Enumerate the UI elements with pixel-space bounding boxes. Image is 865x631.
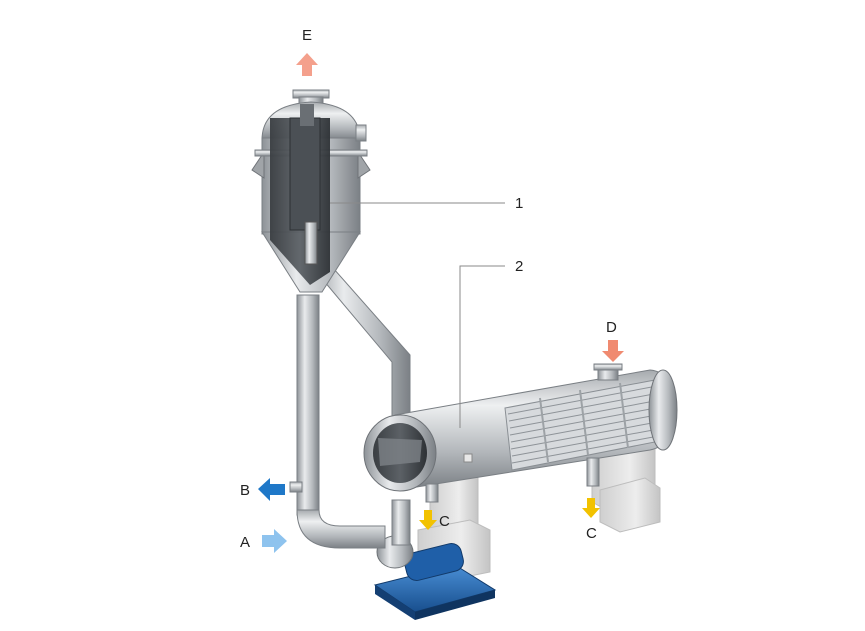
label-1: 1 xyxy=(515,195,524,212)
label-a: A xyxy=(240,534,251,551)
label-d: D xyxy=(606,319,617,336)
arrow-c-right-down xyxy=(582,498,600,518)
label-2: 2 xyxy=(515,258,524,275)
pump-suction-pipe xyxy=(296,509,386,549)
arrow-d-down xyxy=(602,340,624,362)
arrow-a-right xyxy=(262,529,287,553)
separator-vessel xyxy=(251,89,371,293)
leader-line-2 xyxy=(459,265,505,428)
label-c-right: C xyxy=(586,525,597,542)
heat-exchanger xyxy=(363,363,678,503)
arrow-b-left xyxy=(258,478,285,501)
arrow-e-up xyxy=(296,53,318,76)
arrow-c-left-down xyxy=(419,510,437,530)
label-e: E xyxy=(302,27,313,44)
nozzle-b xyxy=(289,481,303,493)
pump-discharge-pipe xyxy=(391,499,411,546)
pump-skid xyxy=(373,535,497,620)
label-b: B xyxy=(240,482,251,499)
label-c-left: C xyxy=(439,513,450,530)
